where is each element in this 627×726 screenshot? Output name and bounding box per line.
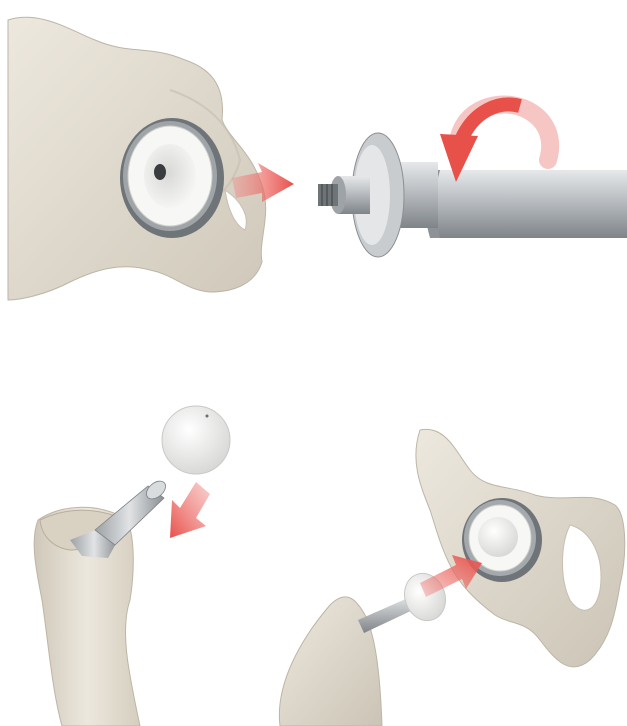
acetabular-cup-insertion-panel bbox=[0, 0, 627, 320]
inserter-handle bbox=[318, 133, 627, 257]
femoral-head-placement-panel bbox=[0, 390, 300, 726]
acetabular-cup-insertion-illustration bbox=[0, 0, 627, 320]
threaded-tip bbox=[318, 184, 338, 206]
acetabular-cup bbox=[120, 118, 224, 238]
femoral-head-placement-illustration bbox=[0, 390, 300, 726]
hip-joint-reduction-panel bbox=[270, 415, 627, 726]
hip-joint-reduction-illustration bbox=[270, 415, 627, 726]
arrow-down-left-icon bbox=[170, 482, 210, 538]
femoral-head bbox=[162, 406, 230, 474]
